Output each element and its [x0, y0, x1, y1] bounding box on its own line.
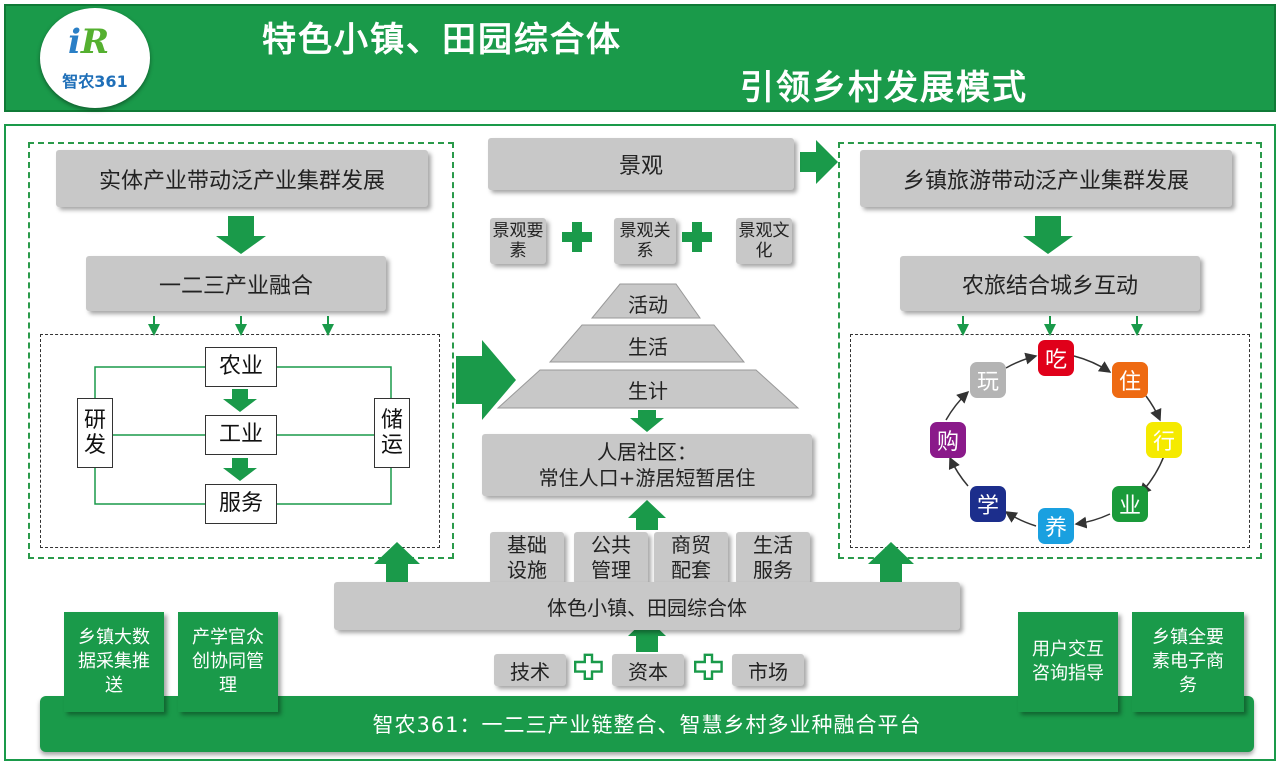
- arrow-up-icon: [628, 618, 666, 652]
- plus-icon: [562, 222, 592, 252]
- tech-box: 技术: [494, 654, 566, 686]
- arrow-up-icon: [868, 542, 914, 590]
- agri-box: 农业: [205, 347, 277, 387]
- header-banner: [4, 4, 1276, 112]
- tile-big-data: 乡镇大数据采集推送: [64, 612, 164, 712]
- left-top-box: 实体产业带动泛产业集群发展: [56, 150, 428, 207]
- industry-box: 工业: [205, 415, 277, 455]
- rd-box: 研发: [77, 398, 113, 468]
- arrow-up-icon: [374, 542, 420, 590]
- left-dashed-panel: [28, 142, 454, 559]
- cycle-node-play: 玩: [970, 362, 1006, 398]
- cycle-node-care: 养: [1038, 508, 1074, 544]
- cycle-node-live: 住: [1112, 362, 1148, 398]
- title-line-1: 特色小镇、田园综合体: [262, 20, 622, 60]
- right-mid-box: 农旅结合城乡互动: [900, 256, 1200, 311]
- plus-outline-icon: [574, 653, 603, 681]
- pyramid-bottom: [496, 369, 800, 409]
- logo: iR 智农361: [40, 8, 150, 108]
- landscape-elements-box: 景观要素: [490, 218, 546, 264]
- pyramid-top-label: 活动: [628, 292, 668, 317]
- left-mid-box: 一二三产业融合: [86, 256, 386, 311]
- right-top-box: 乡镇旅游带动泛产业集群发展: [860, 150, 1232, 207]
- infra-box: 基础设施: [490, 532, 564, 584]
- pyramid-bottom-label: 生计: [628, 378, 668, 403]
- community-box: 人居社区： 常住人口+游居短暂居住: [482, 434, 812, 496]
- community-line-1: 人居社区：: [597, 440, 697, 464]
- arrow-up-icon: [628, 500, 666, 530]
- capital-box: 资本: [612, 654, 684, 686]
- landscape-box: 景观: [488, 138, 794, 190]
- landscape-relations-box: 景观关系: [614, 218, 676, 264]
- service-box: 服务: [205, 484, 277, 524]
- cycle-node-learn: 学: [970, 486, 1006, 522]
- market-box: 市场: [732, 654, 804, 686]
- lifeserv-box: 生活服务: [736, 532, 810, 584]
- arrow-down-icon: [1023, 216, 1073, 254]
- cycle-node-work: 业: [1112, 486, 1148, 522]
- public-box: 公共管理: [574, 532, 648, 584]
- town-box: 体色小镇、田园综合体: [334, 582, 960, 630]
- arrow-right-icon: [800, 140, 838, 184]
- plus-outline-icon: [694, 653, 723, 681]
- community-line-2: 常住人口+游居短暂居住: [538, 466, 756, 490]
- arrow-down-icon: [223, 389, 257, 412]
- storage-box: 储运: [374, 398, 410, 468]
- pyramid-mid: [548, 324, 746, 363]
- arrow-down-icon: [630, 410, 664, 432]
- arrow-down-icon: [216, 216, 266, 254]
- title-line-2: 引领乡村发展模式: [740, 68, 1028, 108]
- plus-icon: [682, 222, 712, 252]
- logo-mark: iR: [68, 22, 110, 62]
- pyramid-mid-label: 生活: [628, 334, 668, 359]
- cycle-node-shop: 购: [930, 422, 966, 458]
- tile-ecommerce: 乡镇全要素电子商务: [1132, 612, 1244, 712]
- cycle-node-eat: 吃: [1038, 340, 1074, 376]
- right-dashed-panel: [838, 142, 1262, 559]
- tile-consult: 用户交互咨询指导: [1018, 612, 1118, 712]
- cycle-node-travel: 行: [1146, 422, 1182, 458]
- pyramid-top: [590, 283, 701, 319]
- tile-collab: 产学官众创协同管理: [178, 612, 278, 712]
- arrow-right-icon: [456, 340, 516, 420]
- logo-text: 智农361: [62, 72, 128, 91]
- arrow-down-icon: [223, 458, 257, 481]
- landscape-culture-box: 景观文化: [736, 218, 792, 264]
- commerce-box: 商贸配套: [654, 532, 728, 584]
